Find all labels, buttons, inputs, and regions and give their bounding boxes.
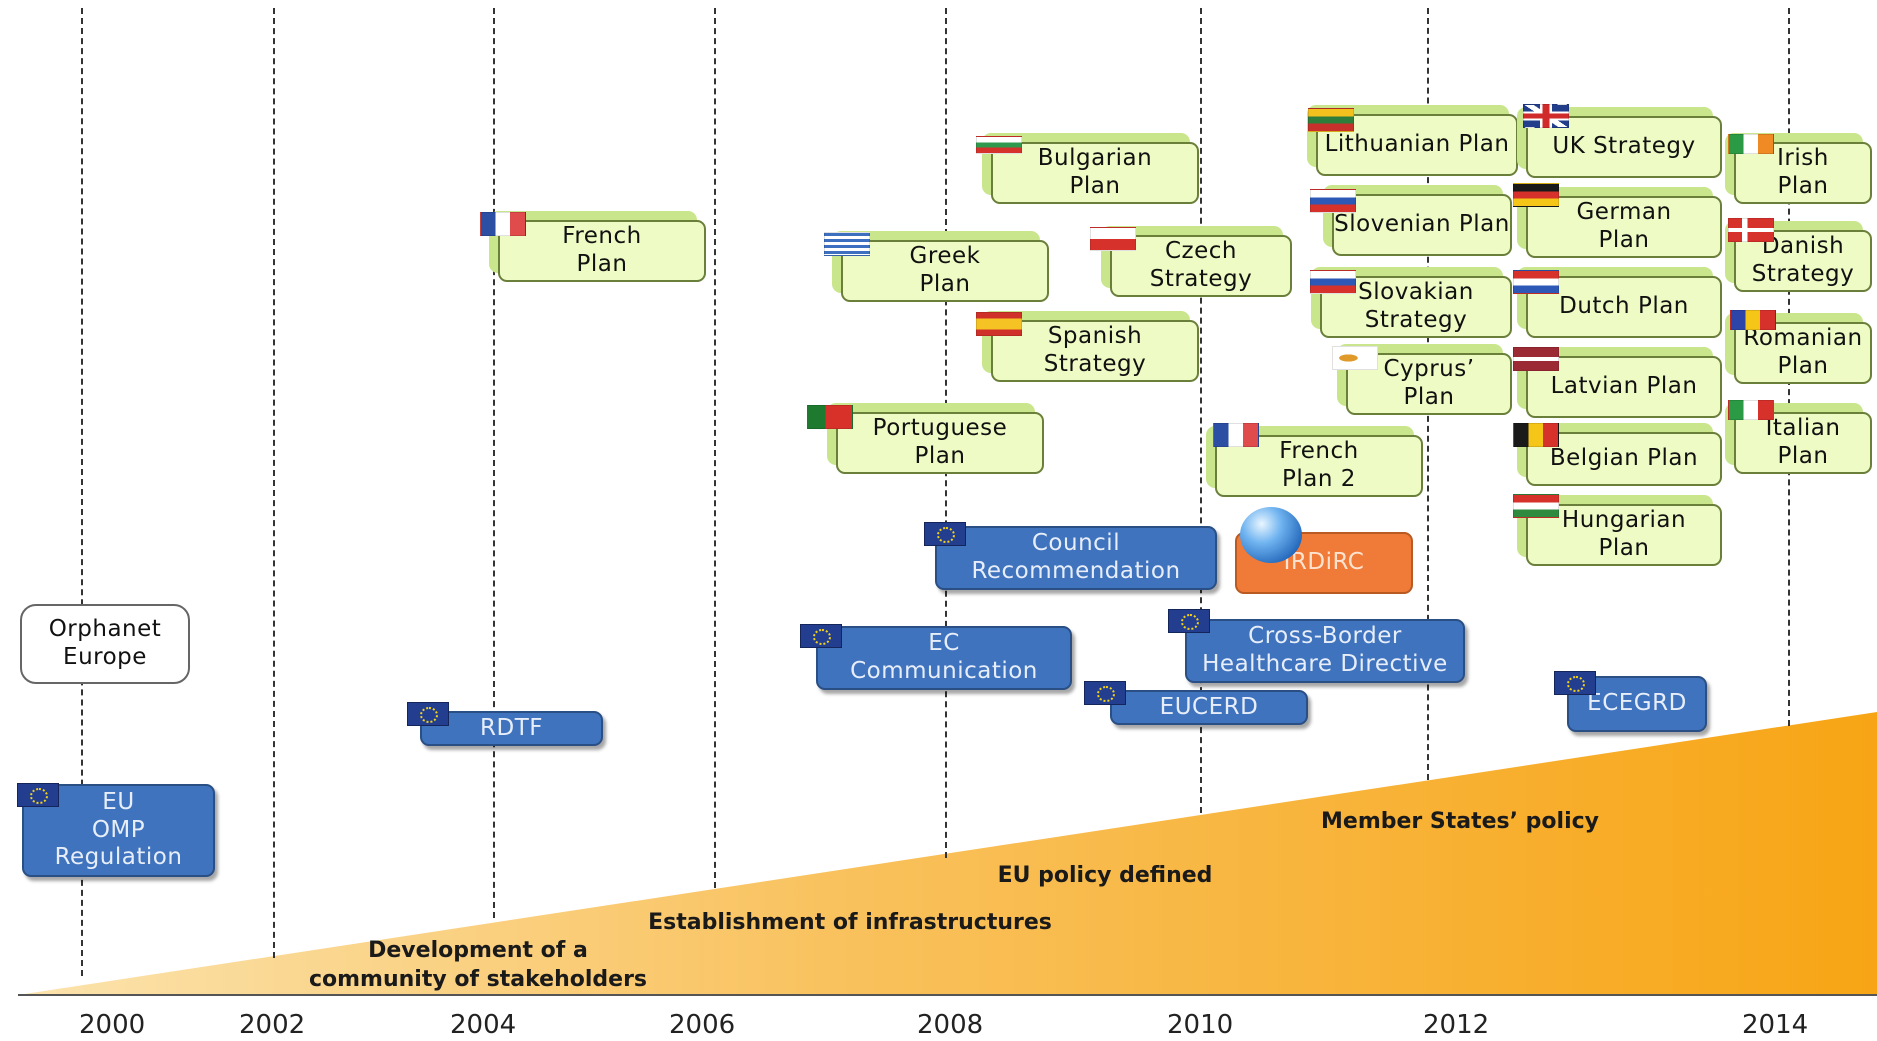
french-plan-box: French Plan (498, 220, 706, 282)
france-flag-icon (1213, 423, 1259, 447)
hungarian-plan-box: Hungarian Plan (1526, 504, 1722, 566)
slovakia-flag-icon (1310, 270, 1356, 294)
bulgaria-flag-icon (976, 136, 1022, 154)
slovenian-plan-box: Slovenian Plan (1332, 194, 1512, 256)
eu-flag-icon (1168, 609, 1210, 633)
globe-icon (1240, 507, 1302, 563)
czech-strategy-box: Czech Strategy (1110, 235, 1292, 297)
year-label-2010: 2010 (1167, 1010, 1234, 1040)
eu-flag-icon (1084, 681, 1126, 705)
ramp-triangle (18, 712, 1877, 995)
phase-infrastructures: Establishment of infrastructures (648, 910, 1052, 935)
spanish-strategy-box: Spanish Strategy (991, 320, 1199, 382)
greece-flag-icon (824, 232, 870, 256)
uk-flag-icon (1523, 104, 1569, 128)
gridline-2000 (81, 8, 83, 976)
france-flag-icon (480, 212, 526, 236)
eu-flag-icon (1554, 671, 1596, 695)
cross-border-directive-box: Cross-Border Healthcare Directive (1185, 619, 1465, 683)
year-label-2002: 2002 (239, 1010, 306, 1040)
danish-strategy-box: Danish Strategy (1734, 230, 1872, 292)
gridline-2006 (714, 8, 716, 888)
denmark-flag-icon (1728, 218, 1774, 242)
phase-member-states: Member States’ policy (1321, 809, 1599, 834)
romanian-plan-box: Romanian Plan (1734, 322, 1872, 384)
eu-flag-icon (17, 783, 59, 807)
belgium-flag-icon (1513, 423, 1559, 447)
spain-flag-icon (976, 312, 1022, 336)
romania-flag-icon (1730, 310, 1776, 330)
year-label-2000: 2000 (79, 1010, 146, 1040)
ec-communication-box: EC Communication (816, 626, 1072, 690)
year-label-2012: 2012 (1423, 1010, 1490, 1040)
year-label-2014: 2014 (1742, 1010, 1809, 1040)
latvia-flag-icon (1513, 347, 1559, 371)
netherlands-flag-icon (1513, 270, 1559, 294)
belgian-plan-box: Belgian Plan (1526, 432, 1722, 486)
slovenia-flag-icon (1310, 189, 1356, 213)
orphanet-europe-box: Orphanet Europe (20, 604, 190, 684)
eu-flag-icon (800, 624, 842, 648)
portuguese-plan-box: Portuguese Plan (836, 412, 1044, 474)
portugal-flag-icon (807, 405, 853, 429)
gridline-2002 (273, 8, 275, 958)
irish-plan-box: Irish Plan (1734, 142, 1872, 204)
gridline-2010 (1200, 8, 1202, 813)
italian-plan-box: Italian Plan (1734, 412, 1872, 474)
lithuania-flag-icon (1308, 108, 1354, 132)
eu-flag-icon (407, 702, 449, 726)
czech-flag-icon (1090, 227, 1136, 251)
year-label-2008: 2008 (917, 1010, 984, 1040)
gridline-2004 (493, 8, 495, 918)
bulgarian-plan-box: Bulgarian Plan (991, 142, 1199, 204)
year-label-2006: 2006 (669, 1010, 736, 1040)
phase-community: Development of a community of stakeholde… (308, 938, 648, 992)
council-recommendation-box: Council Recommendation (935, 526, 1217, 590)
eu-flag-icon (924, 522, 966, 546)
germany-flag-icon (1513, 183, 1559, 207)
italy-flag-icon (1728, 400, 1774, 420)
cyprus-flag-icon (1332, 346, 1378, 370)
greek-plan-box: Greek Plan (841, 240, 1049, 302)
hungary-flag-icon (1513, 494, 1559, 518)
phase-eu-policy: EU policy defined (997, 863, 1213, 888)
year-label-2004: 2004 (450, 1010, 517, 1040)
ireland-flag-icon (1728, 134, 1774, 154)
eucerd-box: EUCERD (1110, 690, 1308, 725)
rdtf-box: RDTF (420, 711, 603, 746)
